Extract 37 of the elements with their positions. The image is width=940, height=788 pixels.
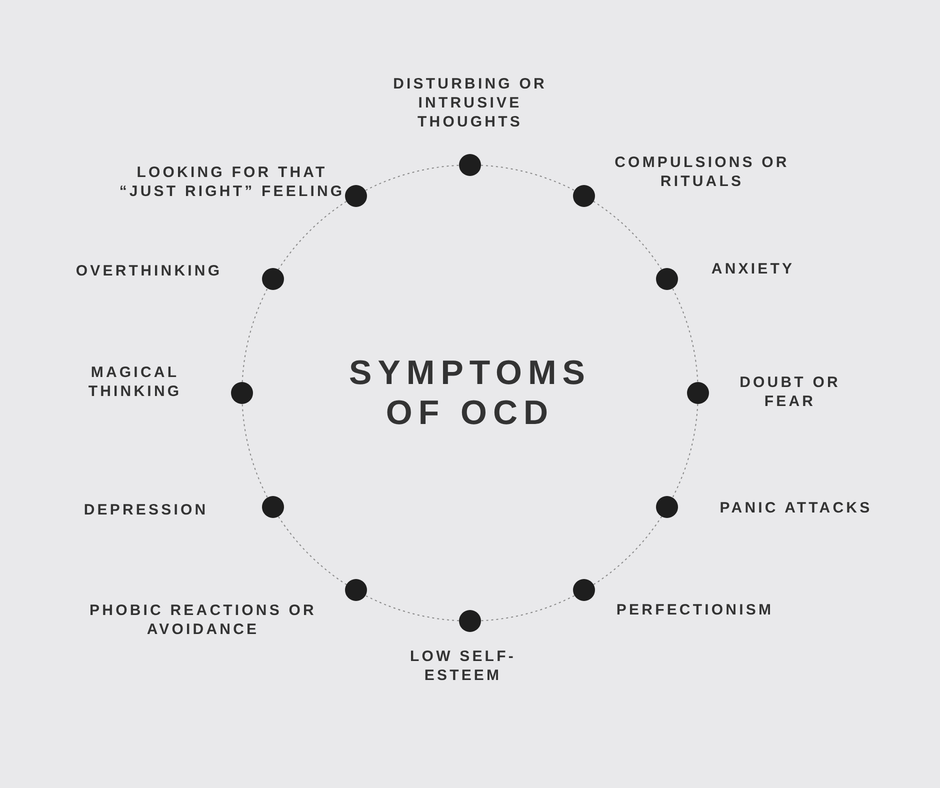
connector-arc [672,288,698,382]
connector-arc [278,516,348,586]
symptom-label: DEPRESSION [82,500,210,520]
dot-marker [231,382,253,404]
connector-arc [592,516,662,586]
dot-marker [459,154,481,176]
dot-marker [262,496,284,518]
dot-marker [262,268,284,290]
diagram-title: SYMPTOMS OF OCD [348,353,592,433]
connector-arc [592,200,662,270]
connector-arc [365,164,460,191]
symptom-label: ANXIETY [710,260,796,278]
connector-arc [278,200,348,270]
dot-marker [656,496,678,518]
dot-marker [345,579,367,602]
symptom-label: OVERTHINKING [74,262,224,280]
dot-marker [345,184,367,207]
dot-marker [687,382,709,404]
symptom-label: LOOKING FOR THAT “JUST RIGHT” FEELING [118,163,346,201]
dot-marker [573,184,595,207]
connector-arc [242,288,268,382]
connector-arc [242,404,268,498]
dot-marker [656,268,678,290]
symptom-label: DOUBT OR FEAR [738,373,842,411]
connector-arc [480,164,575,191]
symptom-label: PANIC ATTACKS [718,498,874,518]
symptom-label: COMPULSIONS OR RITUALS [614,153,790,191]
connector-arc [365,595,460,622]
dot-marker [459,610,481,632]
connector-arc [672,404,698,498]
symptom-label: DISTURBING OR INTRUSIVE THOUGHTS [392,74,548,132]
symptom-label: PHOBIC REACTIONS OR AVOIDANCE [88,601,318,639]
symptom-label: MAGICAL THINKING [87,363,183,401]
dot-marker [573,579,595,602]
symptom-label: LOW SELF-ESTEEM [409,647,517,685]
symptom-label: PERFECTIONISM [615,600,775,620]
connector-arc [480,595,575,622]
